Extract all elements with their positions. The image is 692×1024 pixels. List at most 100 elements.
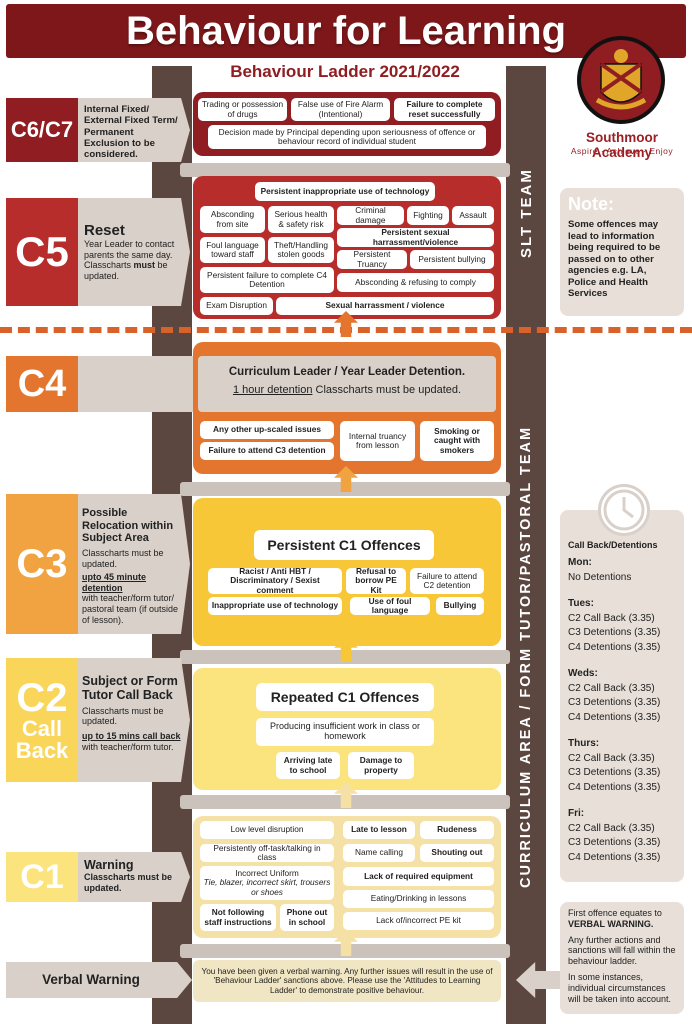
c1-offence: Late to lesson [343,821,415,839]
ladder-rung [180,163,510,177]
c5-offence: Persistent Truancy [337,250,407,269]
c5-offence: Assault [452,206,494,225]
c4-detention: 1 hour detention [232,384,313,396]
c6c7-offence: False use of Fire Alarm (Intentional) [291,98,390,121]
c5-offence: Persistent failure to complete C4 Detent… [200,267,334,293]
c2-label-back: Back [15,738,69,763]
c1-offence: Lack of required equipment [343,867,494,886]
callback-day: Tues: [568,598,594,609]
callback-item: C2 Call Back (3.35) [568,752,655,764]
c5-offence: Exam Disruption [200,297,273,315]
callback-day-group: Thurs: C2 Call Back (3.35) C3 Detentions (… [568,737,676,795]
c4-offence: Internal truancy from lesson [340,421,415,461]
c2-offence: Damage to property [348,752,414,779]
callback-day: Fri: [568,808,585,819]
c1-offence: Phone out in school [280,904,334,931]
callback-title: Call Back/Detentions [568,540,658,550]
c1-text: Warning Classcharts must be updated. [84,858,180,894]
clock-icon [598,484,650,536]
c3-detention: upto 45 minute detention [82,572,147,593]
c1-offence: Rudeness [420,821,494,839]
verbal-warning-label: Verbal Warning [42,972,140,987]
c2-title: Subject or Form Tutor Call Back [82,674,178,703]
c6c7-offence: Failure to complete reset successfully [394,98,495,121]
c2-desc-2: with teacher/form tutor. [82,741,174,752]
c1-offence: Eating/Drinking in lessons [343,890,494,908]
c6c7-text: Internal Fixed/ External Fixed Term/ Per… [84,104,178,161]
c5-offence: Fighting [407,206,449,225]
ladder-subtitle: Behaviour Ladder 2021/2022 [230,62,460,81]
school-motto: Aspire · Achieve · Enjoy [570,146,674,156]
c1-arrow [78,852,190,902]
callback-item: C4 Detentions (3.35) [568,641,661,653]
c5-offence: Persistent inappropriate use of technolo… [255,182,435,201]
callback-item: C4 Detentions (3.35) [568,781,661,793]
first-offence-text: First offence equates to [568,908,662,918]
c1-offence: Persistently off-task/talking in class [200,843,334,862]
c1-offence: Name calling [343,844,415,862]
callback-day-group: Weds:C2 Call Back (3.35)C3 Detentions (3… [568,667,676,725]
c3-label: C3 [6,494,78,634]
c6c7-offence: Trading or possession of drugs [198,98,287,121]
callback-item: C2 Call Back (3.35) [568,822,655,834]
c5-desc-1: Year Leader to contact parents the same … [84,239,175,271]
c5-offence: Absconding from site [200,206,265,233]
callback-item: C4 Detentions (3.35) [568,711,661,723]
school-crest [571,34,671,126]
c4-offence: Smoking or caught with smokers [420,421,494,461]
c5-offence: Sexual harrassment / violence [276,297,494,315]
c1-uniform-title: Incorrect Uniform [235,868,299,879]
callback-item: C3 Detentions (3.35) [568,837,661,848]
c2-text: Subject or Form Tutor Call Back Classcha… [82,674,182,752]
c5-offence: Foul language toward staff [200,237,265,263]
note-title: Note: [568,194,614,214]
callback-item: C3 Detentions (3.35) [568,627,661,638]
c1-offence: Lack of/incorrect PE kit [343,912,494,930]
c2-panel-title: Repeated C1 Offences [256,683,434,711]
c5-desc-2: be updated. [84,260,168,282]
c4-title: Curriculum Leader / Year Leader Detentio… [228,366,466,378]
verbal-warning-box: You have been given a verbal warning. An… [193,960,501,1002]
c3-text: Possible Relocation within Subject Area … [82,507,182,625]
c3-panel-title: Persistent C1 Offences [254,530,434,560]
callback-day-group: Tues: C2 Call Back (3.35) C3 Detentions (3… [568,597,676,655]
c3-offence: Bullying [436,597,484,615]
callback-day: Weds: [568,668,598,679]
c4-header-panel [198,356,496,412]
c3-arrow [78,494,190,634]
c1-label: C1 [6,852,78,902]
callback-item: C2 Call Back (3.35) [568,612,655,624]
c3-desc-2: with teacher/form tutor/ pastoral team (… [82,593,179,625]
first-offence-sanctions: Any further actions and sanctions will f… [568,934,676,967]
c5-offence: Serious health & safety risk [268,206,334,233]
note-panel: Note: Some offences may lead to informat… [560,188,684,316]
c5-offence: Absconding & refusing to comply [337,273,494,292]
c3-offence: Failure to attend C2 detention [410,568,484,594]
callback-day: Thurs: [568,738,600,749]
callback-item: C3 Detentions (3.35) [568,767,661,778]
c1-uniform: Incorrect Uniform Tie, blazer, incorrect… [200,866,334,900]
c1-desc: Classcharts must be updated. [84,872,173,893]
c4-desc: 1 hour detention Classcharts must be upd… [198,384,496,396]
note-text: Some offences may lead to information be… [568,219,661,299]
callback-day: Mon: [568,557,592,568]
c5-offence: Theft/Handling stolen goods [268,237,334,263]
c2-offence: Arriving late to school [276,752,340,779]
c3-offence: Use of foul language [350,596,430,615]
callback-item: C3 Detentions (3.35) [568,697,661,708]
c6c7-label: C6/C7 [6,98,78,162]
c5-title: Reset [84,222,125,239]
c5-arrow [78,198,190,306]
c6c7-arrow [78,98,190,162]
c5-offence: Persistent bullying [410,250,494,269]
c5-label: C5 [6,198,78,306]
c1-offence: Shouting out [420,844,494,862]
callback-item: C4 Detentions (3.35) [568,851,661,863]
c1-uniform-detail: Tie, blazer, incorrect skirt, trousers o… [203,877,331,897]
c4-label: C4 [6,356,78,412]
c2-arrow [78,658,190,782]
ladder-rail-right [506,66,546,1024]
c1-title: Warning [84,858,134,872]
c5-offence: Criminal damage [337,206,404,225]
